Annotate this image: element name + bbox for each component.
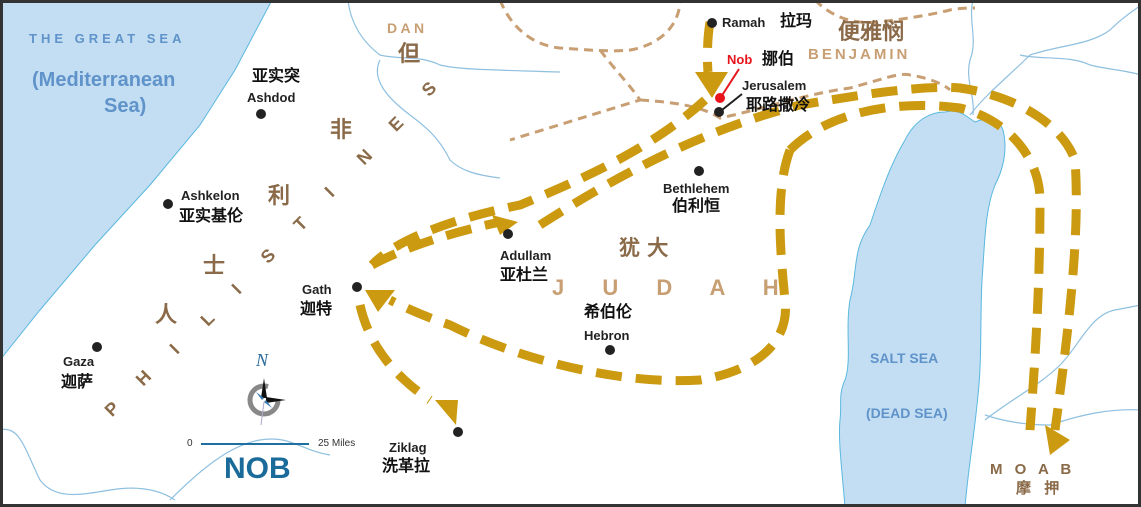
compass-north-label: N <box>256 350 269 370</box>
map-title: NOB <box>224 452 291 485</box>
moab-label: M O A B <box>990 461 1076 478</box>
mediterranean-label: (Mediterranean <box>32 69 176 91</box>
mediterranean-label-2: Sea) <box>104 95 147 117</box>
great-sea-label: THE GREAT SEA <box>29 31 186 46</box>
salt-sea-label: SALT SEA <box>870 350 939 366</box>
dead-sea-label: (DEAD SEA) <box>866 405 948 421</box>
compass-icon <box>247 378 286 426</box>
dan-label-zh: 但 <box>398 42 421 67</box>
city-ashkelon: Ashkelon <box>181 188 240 203</box>
city-dots <box>92 18 724 437</box>
city-jerusalem-zh: 耶路撒冷 <box>746 95 811 114</box>
city-bethlehem-zh: 伯利恒 <box>672 196 721 215</box>
city-gaza-zh: 迦萨 <box>61 372 94 391</box>
scale-end: 25 Miles <box>318 438 356 449</box>
city-ashdod: Ashdod <box>247 90 296 105</box>
mediterranean-sea <box>0 0 273 361</box>
city-ziklag: Ziklag <box>389 440 427 455</box>
city-gaza: Gaza <box>63 354 95 369</box>
city-hebron: Hebron <box>584 328 630 343</box>
city-gath-zh: 迦特 <box>300 299 333 318</box>
route-arrowheads <box>365 72 1070 455</box>
judah-label: J U D A H <box>552 275 795 300</box>
city-ramah-zh: 拉玛 <box>780 11 813 30</box>
city-nob: Nob <box>727 52 753 67</box>
moab-label-zh: 摩 押 <box>1016 479 1064 497</box>
city-adullam-zh: 亚杜兰 <box>500 265 549 284</box>
city-bethlehem: Bethlehem <box>663 181 730 196</box>
city-jerusalem: Jerusalem <box>742 78 807 93</box>
city-ashdod-zh: 亚实突 <box>252 66 301 85</box>
tribal-borders <box>498 0 976 142</box>
city-hebron-zh: 希伯伦 <box>584 302 633 321</box>
judah-label-zh: 犹 大 <box>619 236 669 260</box>
scale-start: 0 <box>187 438 193 449</box>
benjamin-label: BENJAMIN <box>808 46 911 63</box>
nob-marker <box>715 93 725 103</box>
city-ashkelon-zh: 亚实基伦 <box>179 206 244 225</box>
city-ramah: Ramah <box>722 15 766 30</box>
dead-sea <box>838 110 1006 507</box>
city-gath: Gath <box>302 282 332 297</box>
city-ziklag-zh: 洗革拉 <box>382 456 431 475</box>
benjamin-label-zh: 便雅悯 <box>838 20 905 45</box>
city-nob-zh: 挪伯 <box>762 49 795 68</box>
city-adullam: Adullam <box>500 248 552 263</box>
dan-label: D A N <box>387 20 425 36</box>
